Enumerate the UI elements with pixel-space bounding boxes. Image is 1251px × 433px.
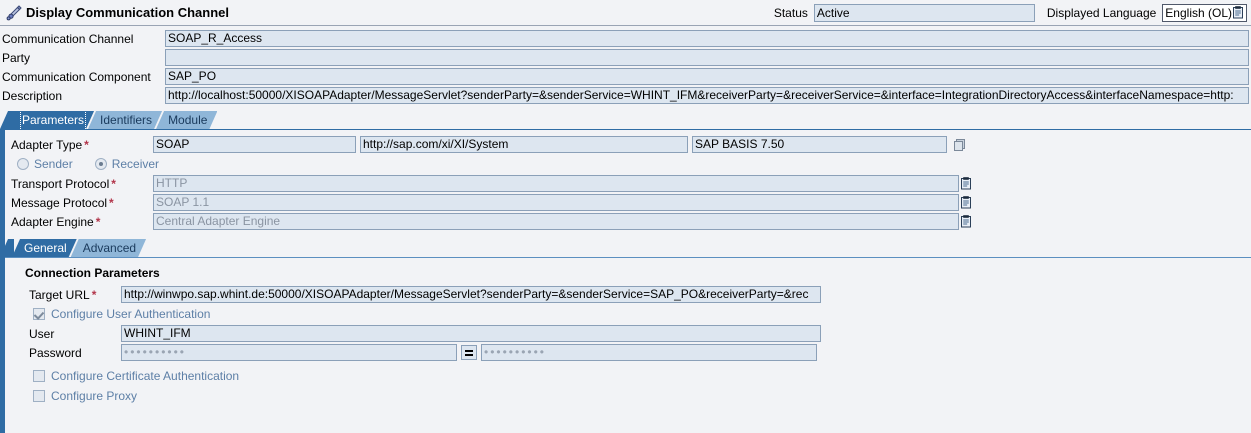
configure-proxy-checkbox[interactable] (33, 390, 45, 402)
password-confirm-field: •••••••••• (481, 344, 817, 361)
configure-user-authentication-label: Configure User Authentication (51, 307, 211, 321)
field-row-transport-protocol: Transport Protocol* HTTP (5, 174, 1251, 193)
transport-protocol-label: Transport Protocol* (5, 177, 153, 191)
password-field: •••••••••• (121, 344, 457, 361)
field-row-communication-channel: Communication Channel SOAP_R_Access (0, 29, 1251, 48)
user-field: WHINT_IFM (121, 325, 821, 342)
description-field: http://localhost:50000/XISOAPAdapter/Mes… (165, 87, 1249, 104)
checkbox-row-configure-proxy: Configure Proxy (5, 386, 1251, 406)
target-url-label-text: Target URL (29, 287, 90, 302)
adapter-type-field: SOAP (153, 136, 356, 153)
title-bar-right-group: Status Active Displayed Language English… (774, 0, 1251, 25)
adapter-type-required-marker: * (84, 137, 89, 152)
adapter-swcv-field: SAP BASIS 7.50 (692, 136, 947, 153)
user-label: User (29, 326, 55, 341)
transport-protocol-required-marker: * (111, 176, 116, 191)
adapter-engine-label: Adapter Engine* (5, 215, 153, 229)
configure-certificate-authentication-checkbox[interactable] (33, 370, 45, 382)
displayed-language-select[interactable]: English (OL) (1162, 3, 1247, 22)
channel-pencil-icon (4, 4, 26, 22)
target-url-required-marker: * (91, 287, 97, 302)
message-protocol-required-marker: * (109, 195, 114, 210)
configure-proxy-label: Configure Proxy (51, 389, 138, 403)
sub-tabstrip-filler (140, 239, 1251, 257)
tab-identifiers-label: Identifiers (100, 113, 153, 127)
radio-receiver[interactable] (94, 158, 107, 170)
tab-parameters-label: Parameters (22, 113, 85, 127)
description-label: Description (2, 88, 63, 103)
communication-channel-editor: Display Communication Channel Status Act… (0, 0, 1251, 422)
tab-advanced-label: Advanced (82, 241, 137, 255)
browse-icon[interactable] (953, 138, 966, 152)
party-label: Party (2, 50, 31, 65)
field-row-adapter-type: Adapter Type* SOAP http://sap.com/xi/XI/… (5, 135, 1251, 154)
password-label: Password (29, 345, 82, 360)
equals-icon (461, 345, 477, 360)
tabstrip-leading-shape (0, 111, 14, 129)
communication-channel-field: SOAP_R_Access (165, 30, 1249, 47)
field-row-description: Description http://localhost:50000/XISOA… (0, 86, 1251, 105)
communication-component-label: Communication Component (2, 69, 151, 84)
value-help-icon[interactable] (1233, 6, 1244, 19)
adapter-engine-required-marker: * (95, 214, 101, 229)
checkbox-row-configure-certificate-authentication: Configure Certificate Authentication (5, 366, 1251, 386)
adapter-type-label-text: Adapter Type (11, 137, 83, 152)
tab-module[interactable]: Module (156, 111, 217, 129)
adapter-engine-field: Central Adapter Engine (153, 213, 959, 230)
communication-channel-label: Communication Channel (2, 31, 134, 46)
message-protocol-label-text: Message Protocol (11, 195, 108, 210)
sub-tabstrip-leading-shape (5, 239, 14, 257)
field-row-user: User WHINT_IFM (5, 324, 1251, 343)
value-help-icon[interactable] (961, 177, 972, 190)
adapter-engine-label-text: Adapter Engine (11, 214, 94, 229)
message-protocol-field: SOAP 1.1 (153, 194, 959, 211)
field-row-adapter-engine: Adapter Engine* Central Adapter Engine (5, 212, 1251, 231)
field-row-target-url: Target URL* http://winwpo.sap.whint.de:5… (5, 285, 1251, 304)
main-tabstrip: Parameters Identifiers Module (0, 110, 1251, 129)
sub-tabstrip: General Advanced (5, 238, 1251, 257)
parameters-panel: Adapter Type* SOAP http://sap.com/xi/XI/… (0, 129, 1251, 433)
status-field: Active (813, 3, 1035, 22)
communication-component-field: SAP_PO (165, 68, 1249, 85)
target-url-field: http://winwpo.sap.whint.de:50000/XISOAPA… (121, 286, 821, 303)
target-url-label: Target URL* (5, 288, 121, 302)
field-row-password: Password •••••••••• •••••••••• (5, 343, 1251, 362)
radio-sender-label: Sender (34, 157, 73, 171)
adapter-type-label: Adapter Type* (5, 138, 153, 152)
tabstrip-filler (211, 111, 1251, 129)
direction-radio-group: Sender Receiver (5, 154, 1251, 174)
tab-general-label: General (24, 241, 67, 255)
channel-header-form: Communication Channel SOAP_R_Access Part… (0, 26, 1251, 107)
configure-user-authentication-checkbox[interactable] (33, 308, 45, 320)
connection-parameters-heading: Connection Parameters (25, 266, 160, 280)
field-row-communication-component: Communication Component SAP_PO (0, 67, 1251, 86)
tab-parameters[interactable]: Parameters (12, 111, 94, 129)
general-panel: Connection Parameters Target URL* http:/… (5, 257, 1251, 433)
tab-advanced[interactable]: Advanced (71, 239, 146, 257)
field-row-party: Party (0, 48, 1251, 67)
status-label: Status (773, 5, 808, 20)
value-help-icon[interactable] (961, 196, 972, 209)
radio-sender[interactable] (17, 158, 29, 170)
party-field (165, 49, 1249, 66)
field-row-message-protocol: Message Protocol* SOAP 1.1 (5, 193, 1251, 212)
radio-receiver-label: Receiver (111, 157, 160, 171)
displayed-language-label: Displayed Language (1046, 5, 1157, 20)
tab-general[interactable]: General (12, 239, 77, 257)
page-title: Display Communication Channel (26, 5, 229, 20)
checkbox-row-configure-user-authentication: Configure User Authentication (5, 304, 1251, 324)
adapter-namespace-field: http://sap.com/xi/XI/System (360, 136, 688, 153)
message-protocol-label: Message Protocol* (5, 196, 153, 210)
configure-certificate-authentication-label: Configure Certificate Authentication (51, 369, 240, 383)
window-title-bar: Display Communication Channel Status Act… (0, 0, 1251, 26)
value-help-icon[interactable] (961, 215, 972, 228)
adapter-section: Adapter Type* SOAP http://sap.com/xi/XI/… (5, 130, 1251, 231)
tab-module-label: Module (168, 113, 208, 127)
displayed-language-value: English (OL) (1165, 5, 1232, 20)
transport-protocol-field: HTTP (153, 175, 959, 192)
tab-identifiers[interactable]: Identifiers (88, 111, 162, 129)
transport-protocol-label-text: Transport Protocol (11, 176, 110, 191)
